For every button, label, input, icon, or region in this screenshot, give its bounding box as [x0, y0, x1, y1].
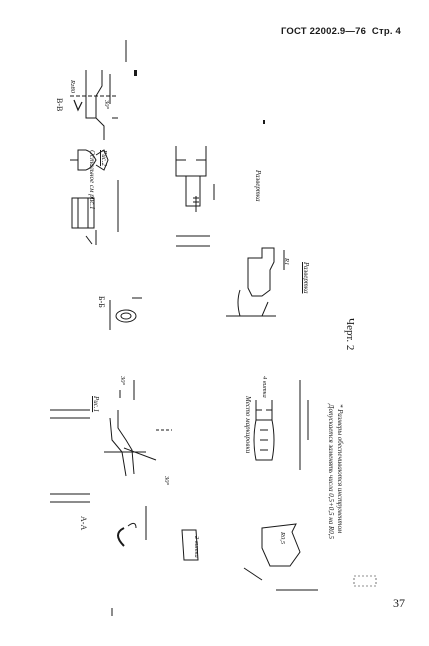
- page-header: ГОСТ 22002.9—76 Стр. 4: [278, 26, 401, 37]
- section-bb-view: [109, 297, 142, 330]
- label-section-bb: Б-Б: [97, 296, 106, 308]
- label-section-aa: А-А: [79, 516, 88, 531]
- standard-number: ГОСТ 22002.9—76: [280, 26, 367, 37]
- small-part-view: [181, 529, 199, 561]
- fig1-side-view: [50, 380, 172, 503]
- terminal-view-fig2: [70, 149, 119, 245]
- razvertka-view-2: [226, 247, 285, 317]
- label-radius-r1: R1: [283, 258, 290, 266]
- razvertka-view-1: [175, 146, 215, 247]
- label-dva-vitka: 2 витка: [193, 536, 200, 558]
- fig1-blank-view: [243, 523, 318, 591]
- fig1-top-view: [253, 380, 309, 470]
- note-line-2: Допускается заменять числа 0,5+0,5 на R0…: [327, 404, 335, 540]
- stamp-box: [353, 575, 377, 587]
- label-ris1: Рис.1: [92, 396, 100, 413]
- label-angle-30-c: 30°: [163, 476, 170, 486]
- page-number: 37: [393, 596, 405, 610]
- label-angle-30-a: 30°: [103, 100, 110, 110]
- label-chetyre-vitka: 4 витка: [261, 376, 268, 398]
- label-section-vv: В-В: [55, 98, 64, 112]
- label-radius-r05: R0,5: [279, 532, 286, 545]
- page-label: Стр. 4: [371, 26, 401, 37]
- roughness-symbol: [73, 99, 83, 112]
- section-aa-view: [117, 506, 147, 547]
- figure-caption: Черт. 2: [344, 318, 356, 351]
- note-line-1: * Размеры обеспечиваются инструментом: [336, 404, 344, 534]
- label-angle-30-b: 30°: [119, 376, 126, 386]
- section-vv-view: [70, 70, 118, 140]
- label-mesto-markirovki: Место маркировки: [244, 396, 252, 454]
- hatch-marks: [134, 70, 265, 124]
- label-ris2: Рис.2: [100, 150, 108, 167]
- label-razvertka-2: Развертка: [302, 262, 310, 294]
- label-ris2-note: Остальное см рис.1: [88, 150, 96, 210]
- label-razvertka-1: Развертка: [254, 170, 262, 202]
- label-roughness: Rz80: [69, 80, 76, 93]
